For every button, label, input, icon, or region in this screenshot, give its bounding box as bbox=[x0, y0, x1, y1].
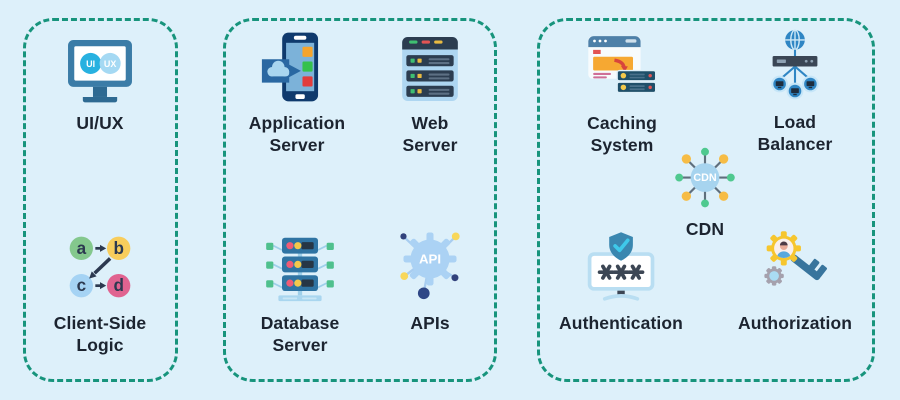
api-hub-text: API bbox=[419, 252, 441, 267]
client-side-logic-label: Client-Side Logic bbox=[53, 313, 147, 356]
authentication-item: Authentication bbox=[559, 230, 683, 334]
client-group-box bbox=[23, 18, 178, 382]
web-server-item: Web Server bbox=[390, 34, 470, 156]
node-d-text: d bbox=[113, 276, 123, 295]
caching-system-item: Caching System bbox=[576, 32, 668, 156]
authorization-icon bbox=[764, 231, 828, 286]
authorization-label: Authorization bbox=[737, 313, 853, 333]
node-b-text: b bbox=[113, 239, 123, 258]
ux-badge-text: UX bbox=[104, 59, 116, 69]
database-server-item: Database Server bbox=[250, 232, 350, 356]
cdn-label: CDN bbox=[685, 219, 725, 239]
authentication-icon bbox=[587, 232, 655, 301]
database-server-icon bbox=[266, 237, 334, 302]
cdn-item: CDN CDN bbox=[669, 146, 741, 240]
apis-label: APIs bbox=[410, 313, 450, 333]
load-balancer-label: Load Balancer bbox=[757, 112, 833, 155]
infrastructure-group-box bbox=[537, 18, 875, 382]
web-server-label: Web Server bbox=[402, 113, 458, 156]
api-gear-icon: API bbox=[400, 232, 460, 300]
node-a-text: a bbox=[77, 239, 87, 258]
password-mask-glyphs bbox=[597, 264, 645, 280]
load-balancer-icon bbox=[771, 29, 819, 100]
cdn-hub-text: CDN bbox=[693, 172, 717, 184]
server-group-box bbox=[223, 18, 497, 382]
load-balancer-item: Load Balancer bbox=[749, 28, 841, 155]
caching-system-icon bbox=[588, 36, 657, 94]
uiux-label: UI/UX bbox=[76, 113, 124, 133]
application-server-item: Application Server bbox=[239, 30, 355, 156]
node-c-text: c bbox=[77, 276, 87, 295]
caching-system-label: Caching System bbox=[587, 113, 657, 156]
uiux-item: UI UX UI/UX bbox=[61, 36, 139, 134]
ui-badge-text: UI bbox=[86, 59, 95, 69]
application-server-icon bbox=[261, 32, 319, 102]
application-server-label: Application Server bbox=[248, 113, 346, 156]
uiux-monitor-icon: UI UX bbox=[68, 40, 132, 103]
authorization-item: Authorization bbox=[738, 228, 852, 334]
client-side-logic-item: a b c d Client-Side Logic bbox=[44, 232, 156, 356]
web-server-icon bbox=[402, 37, 458, 101]
apis-item: API APIs bbox=[391, 226, 469, 334]
flowchart-icon: a b c d bbox=[69, 236, 131, 298]
authentication-label: Authentication bbox=[559, 313, 683, 333]
database-server-label: Database Server bbox=[260, 313, 340, 356]
cdn-icon: CDN bbox=[675, 147, 735, 208]
